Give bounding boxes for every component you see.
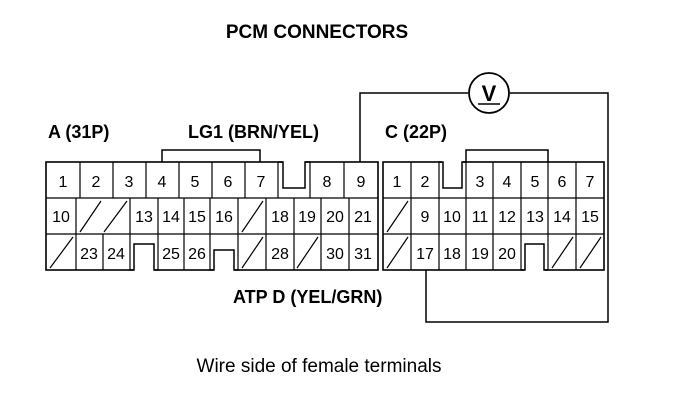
pin-a-30: 30 [326,246,344,263]
pin-c-11: 11 [472,209,489,226]
pin-a-16: 16 [215,209,233,226]
pin-a-19: 19 [298,209,316,226]
pin-a-6: 6 [224,174,233,191]
voltmeter-circuit: V [359,72,609,323]
pin-a-21: 21 [354,209,372,226]
pin-c-19: 19 [471,246,489,263]
pin-c-15: 15 [581,209,599,226]
lg1-label: LG1 (BRN/YEL) [188,122,319,142]
connector-a-row1: 1 2 3 4 5 6 7 8 9 [59,160,366,198]
pin-a-2: 2 [92,174,101,191]
pin-c-18: 18 [443,246,461,263]
connector-c: 1 2 3 4 5 6 7 9 10 11 12 13 14 15 [382,149,605,272]
voltmeter-symbol: V [482,81,497,106]
pin-c-10: 10 [443,209,461,226]
pin-a-10: 10 [52,209,70,226]
pin-a-26: 26 [188,246,206,263]
diagram-title: PCM CONNECTORS [226,22,408,43]
connector-c-row1: 1 2 3 4 5 6 7 [393,160,595,198]
atp-label: ATP D (YEL/GRN) [233,287,382,307]
pin-a-23: 23 [80,246,98,263]
connector-c-row3: 17 18 19 20 [386,234,602,272]
pin-a-7: 7 [257,174,266,191]
pin-a-14: 14 [162,209,180,226]
caption: Wire side of female terminals [197,356,442,377]
pin-a-15: 15 [188,209,206,226]
pin-a-24: 24 [107,246,125,263]
voltmeter-icon [468,72,510,114]
pin-c-9: 9 [421,209,430,226]
pin-a-20: 20 [326,209,344,226]
pin-c-1: 1 [393,174,402,191]
pin-c-6: 6 [558,174,567,191]
pin-a-1: 1 [59,174,68,191]
connector-a-row3: 23 24 25 26 28 30 31 [49,234,372,272]
pin-c-13: 13 [526,209,544,226]
pin-c-7: 7 [586,174,595,191]
pin-a-3: 3 [125,174,134,191]
pin-c-20: 20 [498,246,516,263]
pin-c-3: 3 [476,174,485,191]
connector-c-latch [465,149,549,162]
pin-a-13: 13 [135,209,153,226]
connector-a: 1 2 3 4 5 6 7 8 9 10 13 [45,149,379,272]
pin-a-28: 28 [271,246,289,263]
pin-c-2: 2 [421,174,430,191]
pin-c-4: 4 [503,174,512,191]
connector-a-latch [161,149,261,162]
connector-a-label: A (31P) [48,122,109,142]
pin-a-8: 8 [323,174,332,191]
connector-a-row2: 10 13 14 15 16 18 19 20 21 [52,198,372,234]
pin-a-5: 5 [191,174,200,191]
pin-c-14: 14 [553,209,571,226]
pin-a-31: 31 [354,246,372,263]
pin-c-17: 17 [416,246,434,263]
connector-c-row2: 9 10 11 12 13 14 15 [386,198,599,234]
pin-a-18: 18 [271,209,289,226]
pin-a-9: 9 [357,174,366,191]
connector-c-label: C (22P) [385,122,447,142]
probe-wire-pin-a9 [359,92,468,162]
pin-a-25: 25 [162,246,180,263]
probe-wire-pin-c17 [425,92,609,323]
pin-c-12: 12 [498,209,516,226]
pin-c-5: 5 [531,174,540,191]
pin-a-4: 4 [158,174,167,191]
